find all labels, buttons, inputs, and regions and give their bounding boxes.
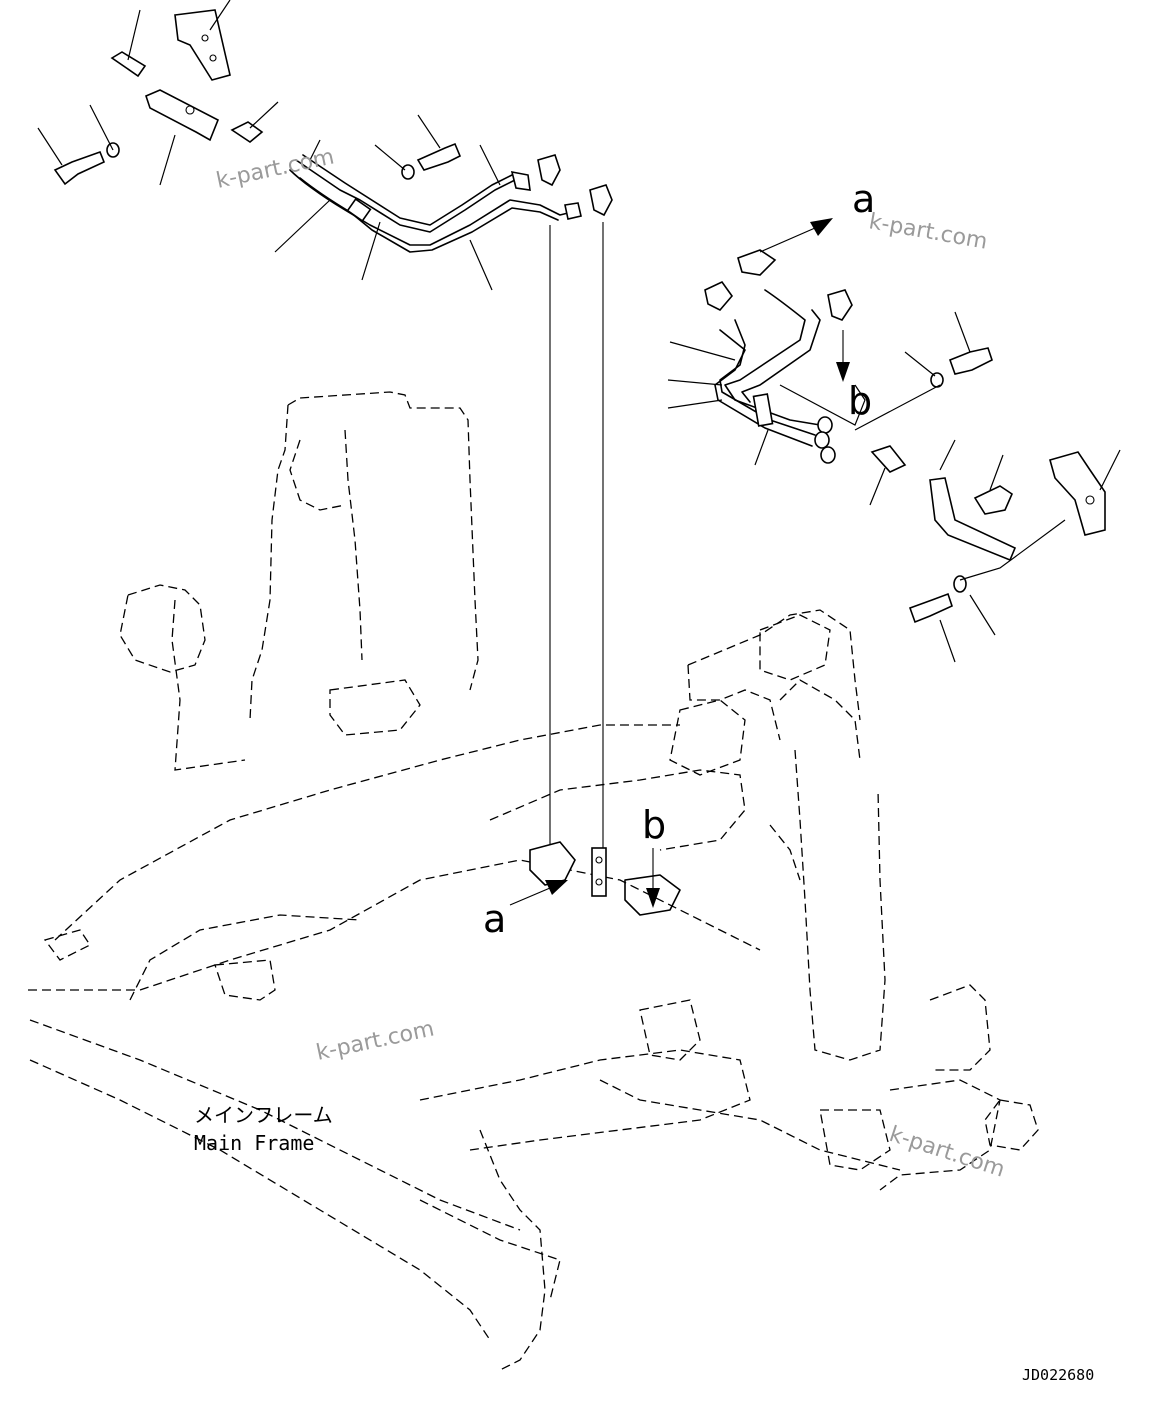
view-label-a-lower: a [483,897,506,941]
stay-bracket [929,477,1017,562]
view-label-a-upper: a [852,177,875,221]
bolt-left [53,150,106,186]
elbow-d [704,280,734,311]
fitting-right-2 [973,485,1014,515]
bolt-mid [416,142,462,171]
fitting-right [870,445,907,473]
connection-lines [549,222,604,850]
watermark-3: k-part.com [314,1017,436,1066]
fitting-mid [230,121,264,143]
frame-label-english: Main Frame [194,1131,314,1155]
connector-b [591,847,607,897]
washer-right-bottom [953,575,967,593]
drawing-number: JD022680 [1022,1366,1094,1384]
view-label-b-lower: b [642,803,666,847]
watermark-1: k-part.com [214,145,336,194]
watermark-4: k-part.com [886,1122,1008,1183]
pipe-clamp-right [752,393,774,427]
bolt-right-bottom [908,592,953,624]
right-pipe-assembly [667,218,1121,663]
elbow-c [737,249,777,276]
elbow-e [827,289,853,321]
connector-a [529,841,576,886]
view-label-b-upper: b [848,379,872,423]
frame-label-japanese: メインフレーム [194,1103,333,1127]
elbow-b [589,184,613,217]
upper-bracket [174,9,231,81]
watermark-2: k-part.com [867,209,989,254]
main-frame-outline [28,391,1039,1371]
left-pipe-assembly [37,0,613,291]
clamp-plate [145,89,220,142]
bolt-right-top [948,347,993,375]
mount-bracket [1049,451,1106,536]
lower-arrows [509,848,660,908]
elbow-a [537,154,561,187]
washer-mid [401,164,415,180]
washer-right-top [930,372,944,388]
center-connectors [529,841,681,916]
pipe-clamp-left [346,197,372,223]
fitting-top [110,51,147,78]
